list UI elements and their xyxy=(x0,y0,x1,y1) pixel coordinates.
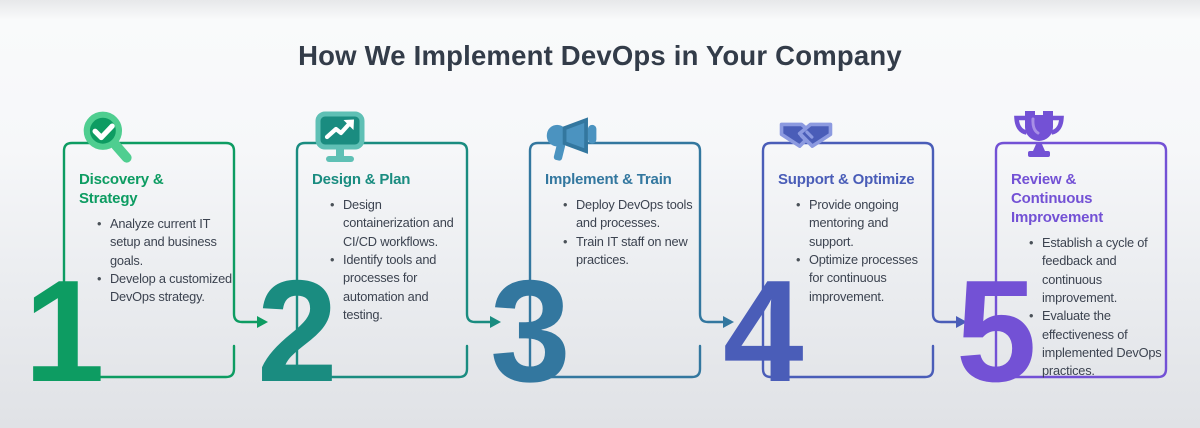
megaphone-icon xyxy=(544,109,602,167)
step-card-discovery-strategy: 1 Discovery & Strategy Analyze current I… xyxy=(24,111,268,404)
card-border-arrow xyxy=(295,141,501,379)
page-title: How We Implement DevOps in Your Company xyxy=(298,40,902,71)
step-number: 1 xyxy=(24,250,105,412)
magnifier-check-icon xyxy=(78,109,136,167)
bullet-item: Evaluate the effectiveness of implemente… xyxy=(1029,307,1164,380)
step-number: 4 xyxy=(723,250,804,412)
bullet-item: Design containerization and CI/CD workfl… xyxy=(330,196,465,251)
step-number: 5 xyxy=(956,250,1037,412)
step-title: Discovery & Strategy xyxy=(79,171,164,208)
handshake-icon xyxy=(777,109,835,167)
trophy-icon xyxy=(1010,109,1068,167)
step-card-review-improvement: 5 Review & Continuous Improvement Establ… xyxy=(956,111,1168,404)
bullet-item: Develop a customized DevOps strategy. xyxy=(97,270,232,307)
card-border-arrow xyxy=(528,141,734,379)
bullet-item: Establish a cycle of feedback and contin… xyxy=(1029,234,1164,307)
step-bullets: Establish a cycle of feedback and contin… xyxy=(996,234,1164,380)
bullet-item: Deploy DevOps tools and processes. xyxy=(563,196,698,233)
bullet-item: Provide ongoing mentoring and support. xyxy=(796,196,931,251)
step-card-implement-train: 3 Implement & Train Deploy DevOps tools … xyxy=(490,117,734,404)
step-bullets: Deploy DevOps tools and processes. Train… xyxy=(530,196,698,269)
card-border-arrow xyxy=(62,141,268,379)
card-border-arrow xyxy=(761,141,967,379)
step-number: 3 xyxy=(490,250,571,412)
step-title: Implement & Train xyxy=(545,171,672,188)
bullet-item: Analyze current IT setup and business go… xyxy=(97,215,232,270)
bullet-item: Train IT staff on new practices. xyxy=(563,233,698,270)
bullet-item: Optimize processes for continuous improv… xyxy=(796,251,931,306)
step-bullets: Design containerization and CI/CD workfl… xyxy=(297,196,465,324)
step-number: 2 xyxy=(257,250,338,412)
step-card-support-optimize: 4 Support & Optimize Provide ongoing men… xyxy=(723,122,967,404)
step-card-design-plan: 2 Design & Plan Design containerization … xyxy=(257,111,501,404)
monitor-chart-icon xyxy=(311,109,369,167)
step-title: Review & Continuous Improvement xyxy=(1011,171,1103,227)
step-bullets: Provide ongoing mentoring and support. O… xyxy=(763,196,931,306)
step-title: Support & Optimize xyxy=(778,171,915,188)
step-bullets: Analyze current IT setup and business go… xyxy=(64,215,232,306)
bullet-item: Identify tools and processes for automat… xyxy=(330,251,465,324)
step-title: Design & Plan xyxy=(312,171,411,188)
